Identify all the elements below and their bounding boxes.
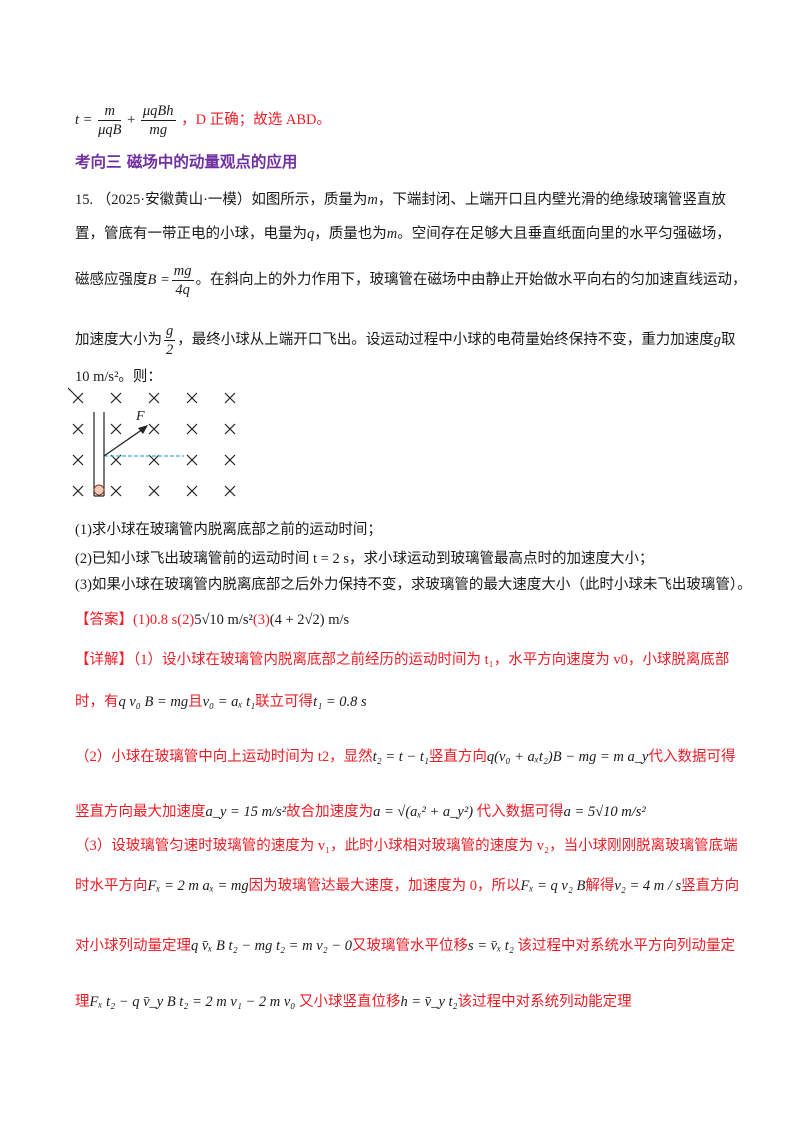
formula-t: t = (75, 111, 93, 128)
field-crosses-icon (62, 382, 236, 497)
force-label: F (135, 409, 145, 424)
question-3: (3)如果小球在玻璃管内脱离底部之后外力保持不变，求玻璃管的最大速度大小（此时小… (75, 577, 752, 593)
detail-line-2: 时，有q v₀ B = mg且v₀ = aₓ t₁联立可得t₁ = 0.8 s (75, 694, 367, 710)
problem-line-1: 15. （2025·安徽黄山·一模）如图所示，质量为m，下端封闭、上端开口且内壁… (75, 192, 726, 208)
detail-line-1: 【详解】（1）设小球在玻璃管内脱离底部之前经历的运动时间为 t₁，水平方向速度为… (75, 652, 730, 668)
detail-line-5: （3）设玻璃管匀速时玻璃管的速度为 v₁，此时小球相对玻璃管的速度为 v₂，当小… (75, 838, 738, 854)
question-1: (1)求小球在玻璃管内脱离底部之前的运动时间； (75, 522, 382, 538)
glass-tube-icon (93, 412, 105, 497)
answer-line: 【答案】(1)0.8 s(2)5√10 m/s²(3)(4 + 2√2) m/s (75, 612, 350, 628)
detail-line-6: 时水平方向Fₓ = 2 m aₓ = mg因为玻璃管达最大速度，加速度为 0，所… (75, 878, 740, 894)
detail-line-4: 竖直方向最大加速度a_y = 15 m/s²故合加速度为a = √(aₓ² + … (75, 804, 646, 820)
detail-line-8: 理Fₓ t₂ − q v̄_y B t₂ = 2 m v₁ − 2 m v₀ 又… (75, 994, 632, 1010)
section-heading: 考向三 磁场中的动量观点的应用 (75, 153, 298, 171)
detail-line-3: （2）小球在玻璃管中向上运动时间为 t2，显然t₂ = t − t₁竖直方向q(… (75, 749, 736, 765)
force-arrow-icon (103, 425, 148, 457)
problem-line-5: 10 m/s²。则： (75, 369, 162, 385)
answer-label: 【答案】 (75, 612, 133, 628)
ball-icon (93, 484, 105, 496)
problem-line-2: 置，管底有一带正电的小球，电量为q，质量也为m。空间存在足够大且垂直纸面向里的水… (75, 226, 731, 242)
question-2: (2)已知小球飞出玻璃管前的运动时间 t = 2 s，求小球运动到玻璃管最高点时… (75, 551, 654, 567)
tube-diagram-svg: F (62, 382, 236, 497)
detail-label: 【详解】 (75, 652, 133, 668)
detail-line-7: 对小球列动量定理q v̄ₓ B t₂ − mg t₂ = m v₂ − 0又玻璃… (75, 938, 736, 954)
magnetic-field-diagram: F (62, 382, 258, 508)
conclusion-text: ，D 正确；故选 ABD。 (181, 111, 332, 128)
